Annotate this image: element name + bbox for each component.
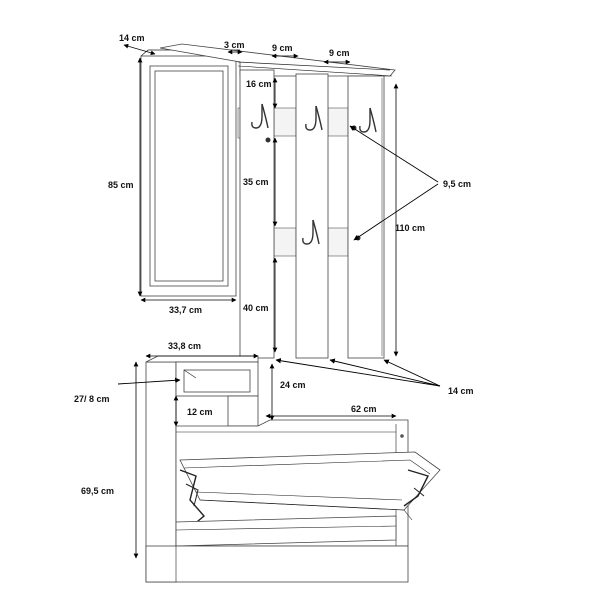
label-12cm: 12 cm: [187, 407, 213, 417]
label-62cm: 62 cm: [351, 404, 377, 414]
label-35cm: 35 cm: [243, 177, 269, 187]
coat-panels: [237, 69, 385, 359]
dimension-labels: 14 cm 3 cm 9 cm 9 cm 16 cm 85 cm 35 cm 9…: [74, 33, 474, 496]
coat-panel-3: [347, 75, 385, 359]
label-14cm-top: 14 cm: [119, 33, 145, 43]
label-85cm: 85 cm: [108, 180, 134, 190]
label-9cm-b: 9 cm: [329, 48, 350, 58]
label-9cm-a: 9 cm: [272, 43, 293, 53]
label-24cm: 24 cm: [280, 380, 306, 390]
shoe-cabinet: [145, 355, 441, 583]
label-27-8cm: 27/ 8 cm: [74, 394, 110, 404]
coat-panel-2: [295, 73, 329, 359]
cabinet-knob-icon: [400, 434, 404, 438]
coat-panel-1: [239, 69, 275, 359]
hook-icon: [251, 103, 271, 143]
label-9-5cm: 9,5 cm: [443, 179, 471, 189]
label-3cm: 3 cm: [224, 40, 245, 50]
label-69-5cm: 69,5 cm: [81, 486, 114, 496]
top-shelf: [159, 43, 396, 77]
mirror-panel: [140, 49, 241, 297]
label-40cm: 40 cm: [243, 303, 269, 313]
label-16cm: 16 cm: [246, 79, 272, 89]
label-14cm-right: 14 cm: [448, 386, 474, 396]
label-110cm: 110 cm: [395, 223, 425, 233]
hook-icon: [305, 105, 323, 131]
dimension-lines: [117, 43, 441, 559]
label-33-7cm: 33,7 cm: [169, 305, 202, 315]
label-33-8cm: 33,8 cm: [168, 341, 201, 351]
